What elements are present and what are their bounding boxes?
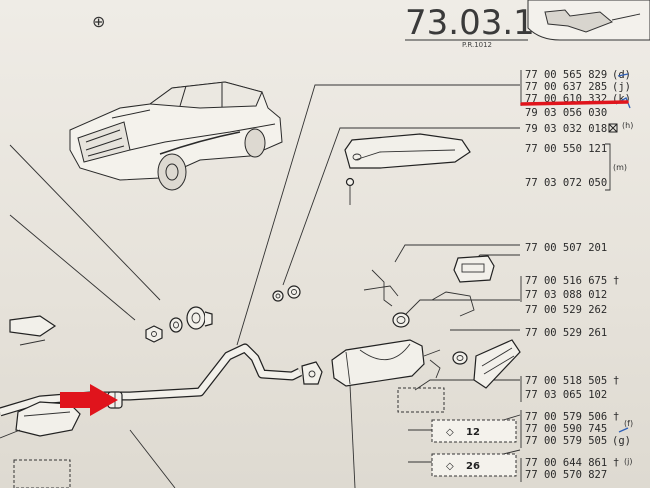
front-silencer bbox=[0, 401, 81, 439]
part-number: 77 00 565 829 bbox=[525, 69, 607, 81]
highlight-underline bbox=[520, 100, 629, 106]
note-f: (f) bbox=[624, 419, 633, 428]
rear-pipe-clamp bbox=[301, 361, 323, 385]
part-number: 77 00 590 745 bbox=[525, 423, 607, 435]
washer bbox=[169, 317, 183, 333]
part-number: 77 00 507 201 bbox=[525, 242, 607, 254]
part-number: 77 00 518 505 bbox=[525, 375, 607, 387]
svg-text:†: † bbox=[613, 275, 619, 287]
part-number: 77 00 644 861 bbox=[525, 457, 607, 469]
part-number: 77 00 637 285 bbox=[525, 81, 607, 93]
note-j: (j) bbox=[624, 457, 632, 466]
part-number: 77 00 550 121 bbox=[525, 143, 607, 155]
part-number: 77 00 516 675 bbox=[525, 275, 607, 287]
pipe-clamp-ring bbox=[186, 306, 213, 330]
svg-text:†: † bbox=[613, 375, 619, 387]
svg-text:26: 26 bbox=[466, 461, 480, 472]
ref-box-2 bbox=[13, 459, 71, 488]
slotted-bracket bbox=[473, 339, 521, 389]
rubber-ring-1 bbox=[272, 290, 284, 302]
heat-shield-bolt bbox=[345, 177, 355, 205]
red-pointer-arrow-icon bbox=[60, 384, 118, 416]
part-number: 79 03 056 030 bbox=[525, 107, 607, 119]
heat-shield bbox=[344, 133, 471, 169]
svg-text:◇: ◇ bbox=[446, 427, 454, 438]
part-number: 77 00 579 505 bbox=[525, 435, 607, 447]
svg-text:(j): (j) bbox=[612, 81, 631, 93]
car-illustration bbox=[69, 81, 283, 191]
part-number: 77 03 065 102 bbox=[525, 389, 607, 401]
o-ring bbox=[392, 312, 410, 328]
crossed-box-icon bbox=[608, 123, 618, 133]
list-brackets bbox=[520, 70, 611, 482]
svg-text:†: † bbox=[613, 457, 619, 469]
rubber-ring-2 bbox=[287, 285, 301, 299]
part-number-list: 77 00 565 829 (d) 77 00 637 285 (j) 77 0… bbox=[525, 69, 631, 481]
corner-glyph: ⊕ bbox=[92, 12, 105, 31]
part-number: 77 00 570 827 bbox=[525, 469, 607, 481]
ref-box-1 bbox=[397, 387, 445, 413]
svg-text:(g): (g) bbox=[612, 435, 631, 447]
svg-text:12: 12 bbox=[466, 427, 480, 438]
svg-text:†: † bbox=[613, 411, 619, 423]
clamp-left bbox=[9, 315, 57, 346]
svg-text:◇: ◇ bbox=[446, 461, 454, 472]
page-number: 73.03.1 bbox=[405, 3, 535, 43]
hanger-hook bbox=[431, 291, 475, 317]
part-number: 77 03 072 050 bbox=[525, 177, 607, 189]
part-number: 77 00 579 506 bbox=[525, 411, 607, 423]
mounting-bracket bbox=[363, 269, 399, 307]
part-number: 77 00 529 261 bbox=[525, 327, 607, 339]
grommet bbox=[452, 351, 468, 365]
leader-lines bbox=[9, 84, 521, 488]
part-number: 79 03 032 018 bbox=[525, 123, 607, 135]
part-number: 77 00 529 262 bbox=[525, 304, 607, 316]
revision-code: P.R.1012 bbox=[462, 41, 492, 49]
part-number: 77 03 088 012 bbox=[525, 289, 607, 301]
nut bbox=[145, 325, 163, 343]
note-m: (m) bbox=[613, 163, 627, 172]
quantity-box-12: ◇ 12 bbox=[431, 419, 517, 443]
rubber-mount bbox=[453, 255, 495, 283]
note-h: (h) bbox=[622, 121, 633, 130]
thumbnail-muffler bbox=[527, 0, 650, 41]
rear-silencer bbox=[331, 339, 441, 387]
quantity-box-26: ◇ 26 bbox=[431, 453, 517, 477]
hook-clip bbox=[429, 359, 441, 379]
